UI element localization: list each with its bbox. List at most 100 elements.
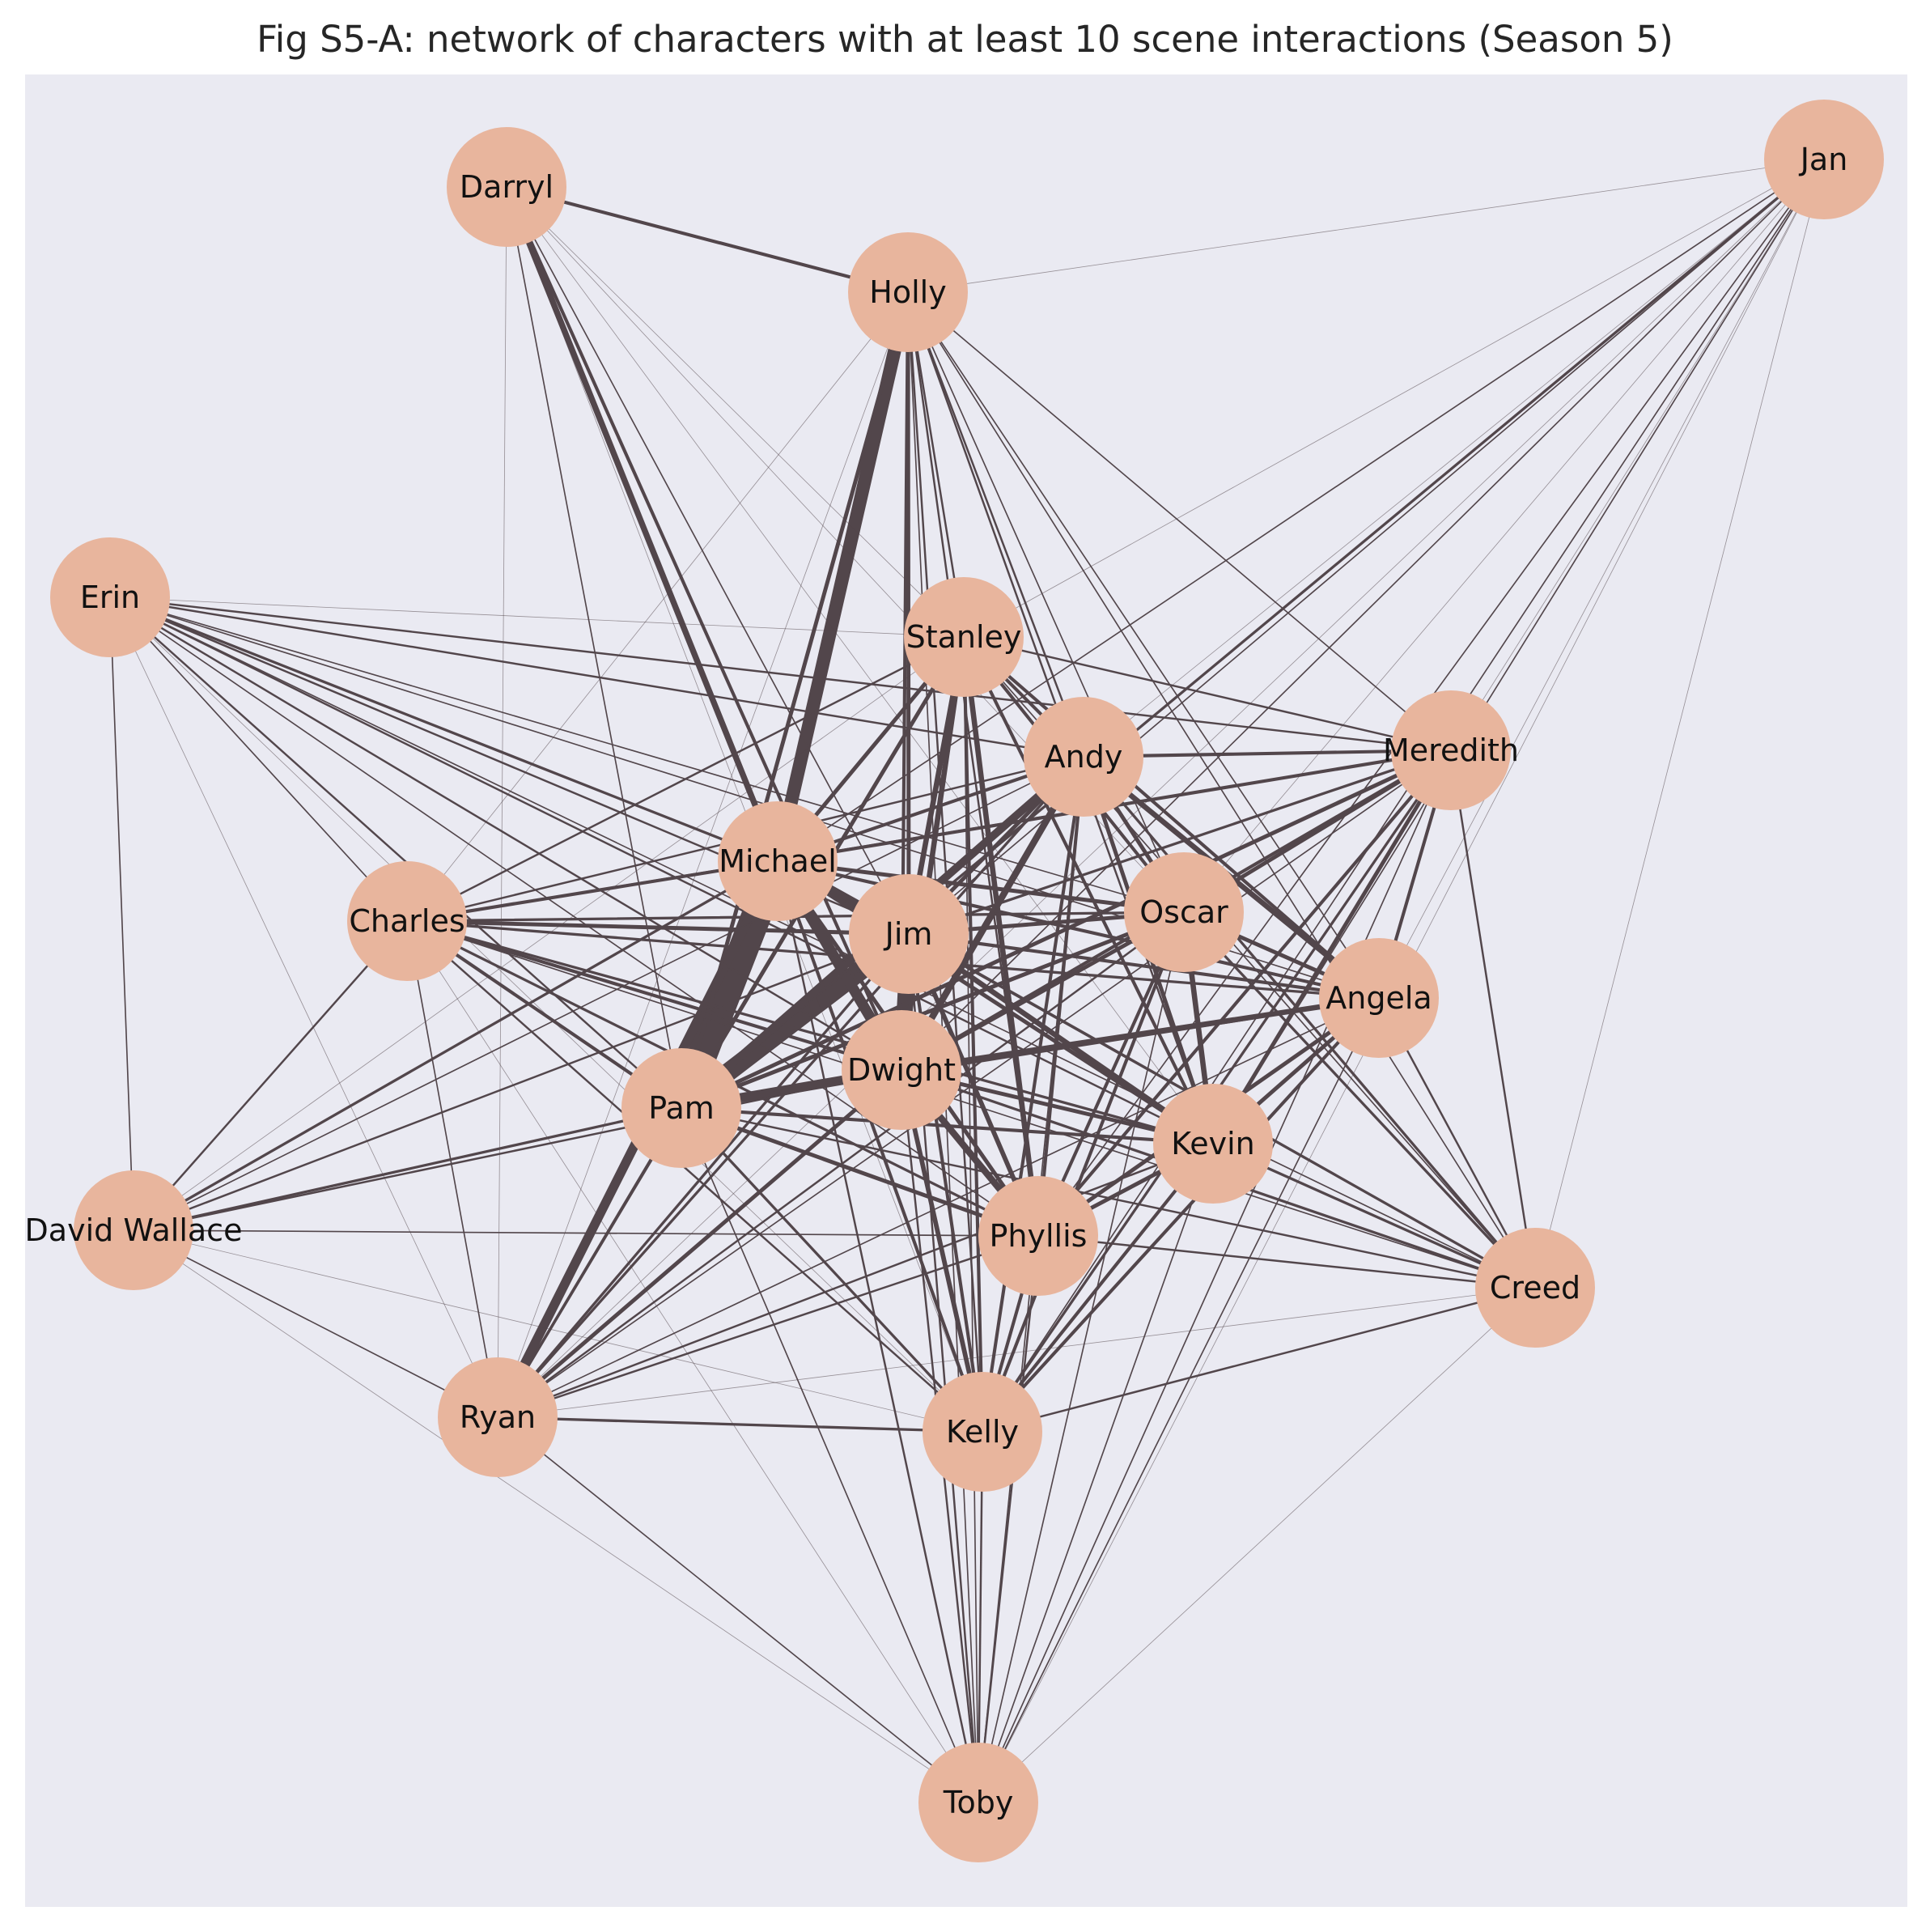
node-david-wallace: David Wallace [25, 1170, 242, 1290]
edge-holly-michael [770, 285, 915, 868]
edge-pam-kevin [679, 1106, 1215, 1146]
edge-erin-charles [109, 597, 408, 922]
node-label-kevin: Kevin [1171, 1126, 1255, 1161]
edge-holly-charles [406, 291, 909, 922]
node-creed: Creed [1475, 1228, 1595, 1348]
edge-stanley-meredith [962, 635, 1453, 752]
node-label-dwight: Dwight [847, 1052, 956, 1088]
node-label-creed: Creed [1490, 1270, 1580, 1306]
edge-oscar-creed [1182, 911, 1537, 1289]
edge-jan-michael [777, 159, 1825, 862]
edge-erin-meredith [108, 596, 1453, 752]
node-circle-andy [1024, 697, 1143, 817]
node-meredith: Meredith [1383, 690, 1519, 810]
edge-erin-oscar [109, 597, 1185, 913]
node-label-jim: Jim [884, 916, 933, 952]
edge-creed-ryan [497, 1287, 1536, 1418]
node-circle-michael [718, 801, 838, 921]
node-circle-angela [1319, 938, 1439, 1058]
node-circle-darryl [447, 127, 566, 247]
node-circle-meredith [1391, 690, 1511, 810]
node-ryan: Ryan [438, 1357, 558, 1477]
edge-pam-kelly [680, 1106, 984, 1433]
node-michael: Michael [718, 801, 838, 921]
edge-ryan-david-wallace [133, 1229, 498, 1418]
edge-darryl-pam [506, 186, 682, 1109]
edge-jim-angela [906, 932, 1381, 1000]
node-phyllis: Phyllis [978, 1176, 1098, 1296]
node-circle-erin [50, 537, 170, 657]
node-oscar: Oscar [1124, 852, 1244, 972]
edge-holly-pam [679, 290, 910, 1110]
node-label-pam: Pam [648, 1090, 715, 1126]
edge-stanley-david-wallace [133, 636, 965, 1231]
node-circle-david-wallace [74, 1170, 193, 1290]
node-label-holly: Holly [869, 274, 946, 310]
edge-creed-kelly [981, 1286, 1537, 1433]
edge-phyllis-ryan [496, 1234, 1040, 1419]
node-angela: Angela [1319, 938, 1439, 1058]
edge-stanley-charles [405, 635, 965, 923]
edge-meredith-toby [978, 749, 1452, 1803]
edge-oscar-pam [679, 910, 1186, 1110]
node-label-ryan: Ryan [460, 1399, 536, 1435]
edge-erin-pam [108, 596, 683, 1110]
edge-darryl-stanley [506, 186, 965, 638]
edge-jan-angela [1378, 159, 1825, 999]
edge-erin-andy [108, 596, 1085, 758]
edge-jim-ryan [496, 932, 910, 1419]
edge-holly-oscar [907, 291, 1185, 913]
node-label-toby: Toby [943, 1785, 1014, 1820]
edge-kevin-toby [978, 1143, 1214, 1803]
edge-darryl-michael [503, 184, 781, 864]
edge-darryl-holly [504, 185, 910, 295]
edge-david-wallace-toby [133, 1229, 979, 1803]
edge-pam-david-wallace [132, 1106, 683, 1232]
node-circle-ryan [438, 1357, 558, 1477]
node-label-david-wallace: David Wallace [25, 1212, 242, 1248]
edge-stanley-angela [961, 635, 1381, 1000]
node-circle-phyllis [978, 1176, 1098, 1296]
edge-stanley-kevin [961, 635, 1215, 1146]
node-pam: Pam [621, 1048, 741, 1168]
plot-background [25, 74, 1907, 1907]
node-erin: Erin [50, 537, 170, 657]
node-charles: Charles [347, 861, 467, 981]
edge-angela-ryan [497, 997, 1380, 1418]
edge-holly-creed [907, 291, 1536, 1289]
edge-oscar-toby [978, 911, 1185, 1803]
edge-jan-creed [1534, 159, 1825, 1289]
edge-michael-charles [405, 859, 780, 924]
edge-andy-creed [1082, 755, 1537, 1289]
edge-charles-david-wallace [132, 919, 409, 1232]
node-label-kelly: Kelly [946, 1414, 1019, 1450]
edge-dwight-kelly [899, 1068, 985, 1434]
edge-michael-toby [776, 860, 980, 1804]
edge-erin-dwight [108, 596, 903, 1072]
edge-kevin-kelly [980, 1141, 1215, 1434]
node-circle-dwight [842, 1010, 961, 1130]
edge-erin-michael [108, 596, 779, 863]
edge-jim-david-wallace [132, 932, 910, 1232]
node-toby: Toby [918, 1743, 1038, 1862]
edge-jan-kevin [1212, 159, 1825, 1144]
edge-holly-kelly [906, 291, 984, 1433]
node-circle-jim [849, 874, 969, 994]
node-circle-jan [1764, 100, 1884, 219]
edge-phyllis-david-wallace [133, 1229, 1039, 1237]
node-circle-stanley [904, 577, 1024, 697]
node-circle-toby [918, 1743, 1038, 1862]
node-label-oscar: Oscar [1139, 894, 1228, 930]
edge-kevin-ryan [496, 1142, 1215, 1419]
node-label-erin: Erin [80, 580, 140, 615]
edge-charles-kevin [405, 919, 1215, 1145]
node-circle-kevin [1153, 1084, 1273, 1204]
edge-kelly-toby [977, 1430, 984, 1804]
node-label-andy: Andy [1045, 739, 1123, 775]
edge-pam-phyllis [679, 1106, 1041, 1238]
edge-meredith-kevin [1211, 748, 1453, 1146]
edge-dwight-ryan [495, 1068, 904, 1420]
edge-dwight-david-wallace [132, 1068, 903, 1232]
